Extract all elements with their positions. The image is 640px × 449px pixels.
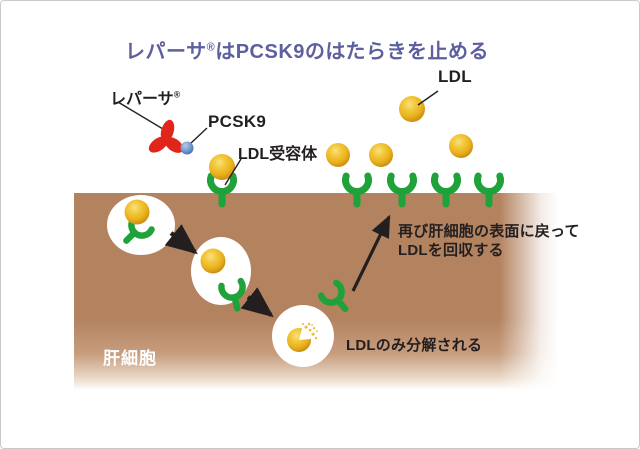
registered-mark: ® [206, 41, 216, 54]
label-line-repatha [117, 101, 164, 130]
ldl-sphere-icon [209, 154, 235, 180]
recycle-arrow [351, 214, 391, 292]
label-line-ldl [417, 90, 439, 106]
degrade-note: LDLのみ分解される [346, 337, 483, 354]
label-line-pcsk9 [189, 127, 208, 145]
ldl-sphere-icon [369, 143, 393, 167]
page-title: レパーサ®はPCSK9のはたらきを止める [125, 35, 489, 64]
repatha-label: レパーサ® [110, 89, 181, 108]
degraded-ldl-icon [287, 322, 318, 352]
recycle-note-line2: LDLを回収する [398, 242, 504, 259]
ldl-label: LDL [438, 67, 472, 86]
ldl-sphere-icon [124, 199, 150, 225]
process-arrow-2 [240, 287, 274, 318]
title-drug-name: レパーサ [125, 41, 207, 63]
label-line-ldl-receptor [224, 158, 242, 186]
ldl-sphere-icon [399, 96, 425, 122]
pcsk9-label: PCSK9 [208, 112, 267, 131]
ldl-sphere-icon [449, 134, 473, 158]
recycle-note-line1: 再び肝細胞の表面に戻って [398, 223, 580, 240]
liver-cell-label: 肝細胞 [103, 349, 157, 368]
process-arrow-1 [164, 224, 198, 255]
title-rest: はPCSK9のはたらきを止める [215, 41, 490, 63]
repatha-antibody-icon [148, 119, 184, 153]
liver-cell-right-fade [499, 192, 559, 390]
pcsk9-icon [180, 141, 194, 155]
ldl-sphere-icon [326, 143, 350, 167]
ldl-sphere-icon [200, 248, 226, 274]
recycle-note: 再び肝細胞の表面に戻って LDLを回収する [398, 222, 580, 260]
ldl-receptor-label: LDL受容体 [238, 146, 318, 163]
registered-mark: ® [173, 89, 181, 100]
